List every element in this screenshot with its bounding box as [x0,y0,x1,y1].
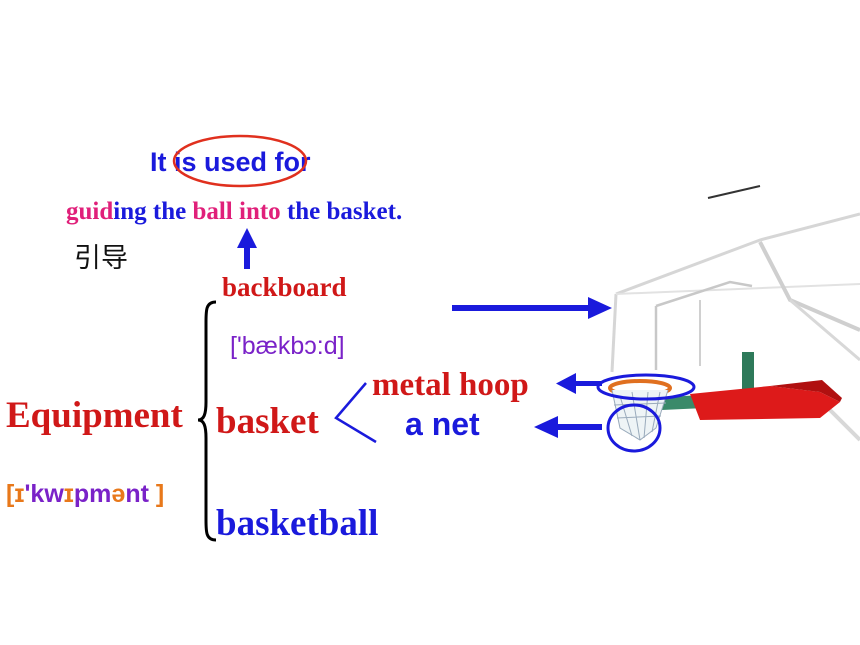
phon-p6: nt [125,480,156,508]
sentence-used-for: It is used for [150,147,311,178]
curly-brace-icon [197,300,217,542]
net-label: a net [405,406,480,442]
phon-open: [ [6,480,15,508]
phon-p4: pm [73,480,112,508]
word-for: for [267,147,311,177]
up-arrow-icon [237,228,257,269]
word-the-basket: the basket. [280,198,403,225]
metal-hoop-label: metal hoop [372,367,529,403]
backboard-word: backboard [222,272,347,302]
phon-p2: 'kw [24,480,64,508]
sentence-guiding: guiding the ball into the basket. [66,198,402,226]
equipment-phonetic: [ɪ'kwɪpmənt ] [6,480,164,509]
phon-p3: ɪ [63,480,74,508]
word-ing-the: ing the [113,198,193,225]
phon-close: ] [155,480,165,508]
highlight-ellipse [172,134,308,188]
basketball-hoop-image [608,185,860,442]
left-arrow-net-icon [534,416,602,438]
hoop-highlight-ellipse [596,373,696,401]
backboard-phonetic: ['bækbɔ:d] [230,332,345,360]
phon-p5: ə [111,480,126,508]
word-ball: ball [192,198,239,225]
word-guid: guid [66,198,114,225]
basket-word: basket [216,401,319,442]
chinese-gloss: 引导 [74,243,128,273]
branch-lines [334,382,377,444]
phrase-is-used: is used [174,147,268,177]
phon-p1: ɪ [14,480,25,508]
word-into: into [239,198,281,225]
right-arrow-icon [452,297,612,319]
word-it: It [150,147,174,177]
net-highlight-ellipse [606,403,662,453]
basketball-word: basketball [216,503,379,544]
left-arrow-hoop-icon [556,373,602,394]
equipment-word: Equipment [6,395,183,436]
